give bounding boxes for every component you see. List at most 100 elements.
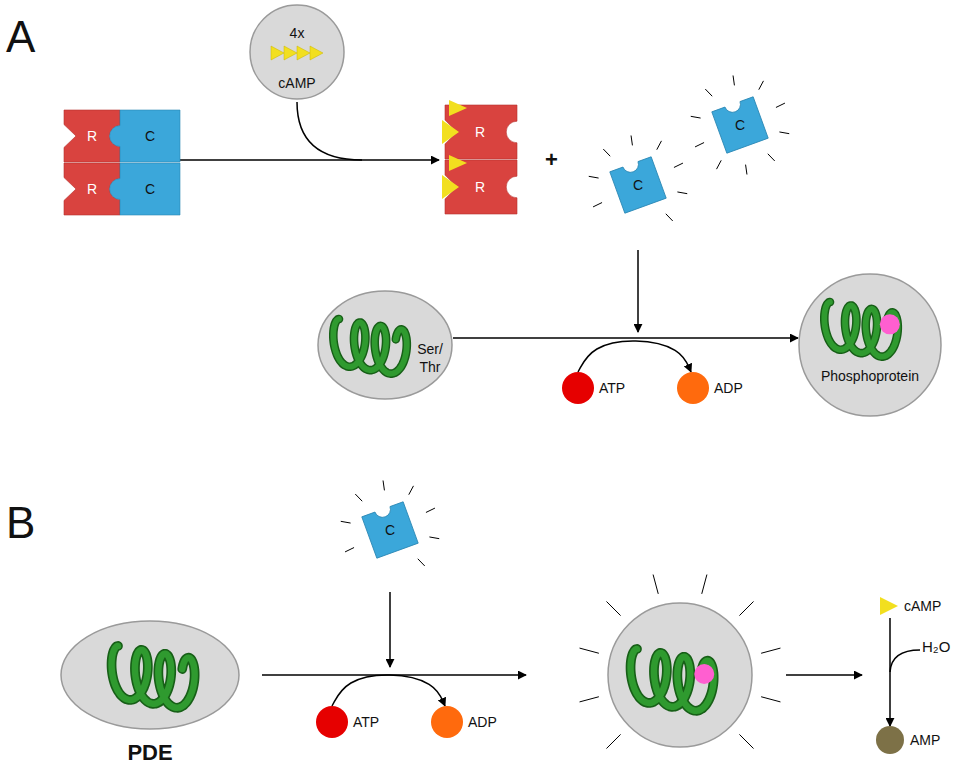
activity-ray: [631, 135, 632, 145]
reaction-arrow: [786, 674, 862, 676]
node-text: cAMP: [904, 597, 954, 615]
node-text: 4x: [249, 24, 345, 42]
camp-triangle: [880, 597, 898, 615]
activity-ray: [761, 648, 780, 653]
node-elltop: PDE: [60, 620, 240, 770]
bound-camp: [442, 175, 459, 199]
node-camp: 4xcAMP: [249, 4, 345, 100]
molecule-dot: [431, 706, 463, 738]
catalysis-arrow: [389, 592, 391, 667]
node-text: R: [460, 178, 500, 196]
camp-triangle: [271, 46, 284, 60]
reaction-arrow: [453, 337, 798, 339]
protein-helix: [333, 319, 407, 374]
camp-triangle: [297, 46, 310, 60]
helix-outline: [333, 319, 407, 374]
node-ell: Phosphoprotein: [798, 273, 942, 417]
activity-ray: [739, 734, 753, 748]
activity-ray: [702, 575, 707, 594]
panel-letter: A: [6, 14, 35, 60]
node-text: C: [130, 180, 170, 198]
node-text: R: [72, 127, 112, 145]
node-text: C: [720, 116, 760, 134]
activity-ray: [746, 165, 747, 175]
bound-camp: [449, 100, 467, 116]
node-tri: cAMP: [878, 594, 956, 618]
molecule-dot: [562, 372, 594, 404]
node-text: Ser/ Thr: [411, 340, 449, 376]
activity-ray: [589, 176, 599, 178]
node-dot: ADP: [677, 372, 751, 404]
phosphate-group: [880, 314, 900, 334]
node-c: C: [120, 163, 180, 215]
activity-ray: [653, 575, 658, 594]
activity-ray: [733, 75, 734, 85]
node-text: R: [460, 123, 500, 141]
protein-ellipse: [799, 274, 941, 416]
active-catalytic-subunit: [610, 157, 666, 213]
active-catalytic-subunit: [712, 97, 768, 153]
protein-helix: [631, 649, 714, 711]
node-text: PDE: [60, 740, 240, 766]
activity-ray: [779, 132, 789, 134]
activity-ray: [776, 103, 785, 107]
node-crot: C: [608, 155, 668, 215]
protein-helix: [112, 646, 195, 708]
node-dot: ATP: [562, 372, 636, 404]
node-text: ATP: [599, 379, 636, 397]
node-shape: [798, 273, 942, 417]
activity-ray: [666, 214, 673, 221]
activity-ray: [761, 697, 780, 702]
activity-ray: [674, 163, 683, 167]
active-pde: [608, 603, 752, 747]
activity-ray: [593, 203, 602, 207]
activity-ray: [717, 160, 722, 169]
merge-curve: [297, 102, 362, 160]
node-rb: R: [445, 160, 517, 214]
activity-ray: [603, 149, 610, 156]
activity-ray: [355, 494, 362, 501]
activity-ray: [426, 508, 435, 512]
catalytic-subunit: [110, 110, 180, 162]
reaction-arrow: [889, 618, 891, 726]
protein-ellipse: [61, 621, 239, 729]
node-c: C: [120, 110, 180, 162]
phosphate-group: [694, 664, 714, 684]
helix-outline: [112, 646, 195, 708]
node-dot: ADP: [431, 706, 505, 738]
activity-ray: [429, 537, 439, 539]
node-text: ADP: [468, 713, 505, 731]
activity-ray: [418, 559, 425, 566]
activity-ray: [580, 648, 599, 653]
molecule-dot: [316, 706, 348, 738]
node-text: C: [130, 127, 170, 145]
node-text: ATP: [353, 713, 390, 731]
activity-ray: [409, 486, 414, 495]
activity-ray: [705, 89, 712, 96]
node-text: AMP: [910, 731, 952, 749]
catalysis-arrow: [637, 250, 639, 332]
molecule-dot: [677, 372, 709, 404]
bound-camp: [442, 120, 459, 144]
molecule-dot: [876, 726, 904, 754]
node-text: ADP: [714, 379, 751, 397]
activity-ray: [759, 81, 764, 90]
panel-letter: B: [6, 500, 35, 546]
helix-outline: [631, 649, 714, 711]
activity-ray: [657, 141, 662, 150]
node-dot: ATP: [316, 706, 390, 738]
node-crot: C: [710, 95, 770, 155]
reaction-arrow: [578, 341, 691, 372]
camp-triangle: [284, 46, 297, 60]
activity-ray: [691, 116, 701, 118]
camp-triangle: [310, 46, 323, 60]
activity-ray: [739, 601, 753, 615]
activity-ray: [341, 521, 351, 523]
activity-ray: [606, 601, 620, 615]
node-ell: Ser/ Thr: [317, 290, 453, 400]
plus-sign: +: [545, 148, 558, 172]
node-text: C: [618, 176, 658, 194]
activity-ray: [677, 192, 687, 194]
node-text: R: [72, 180, 112, 198]
